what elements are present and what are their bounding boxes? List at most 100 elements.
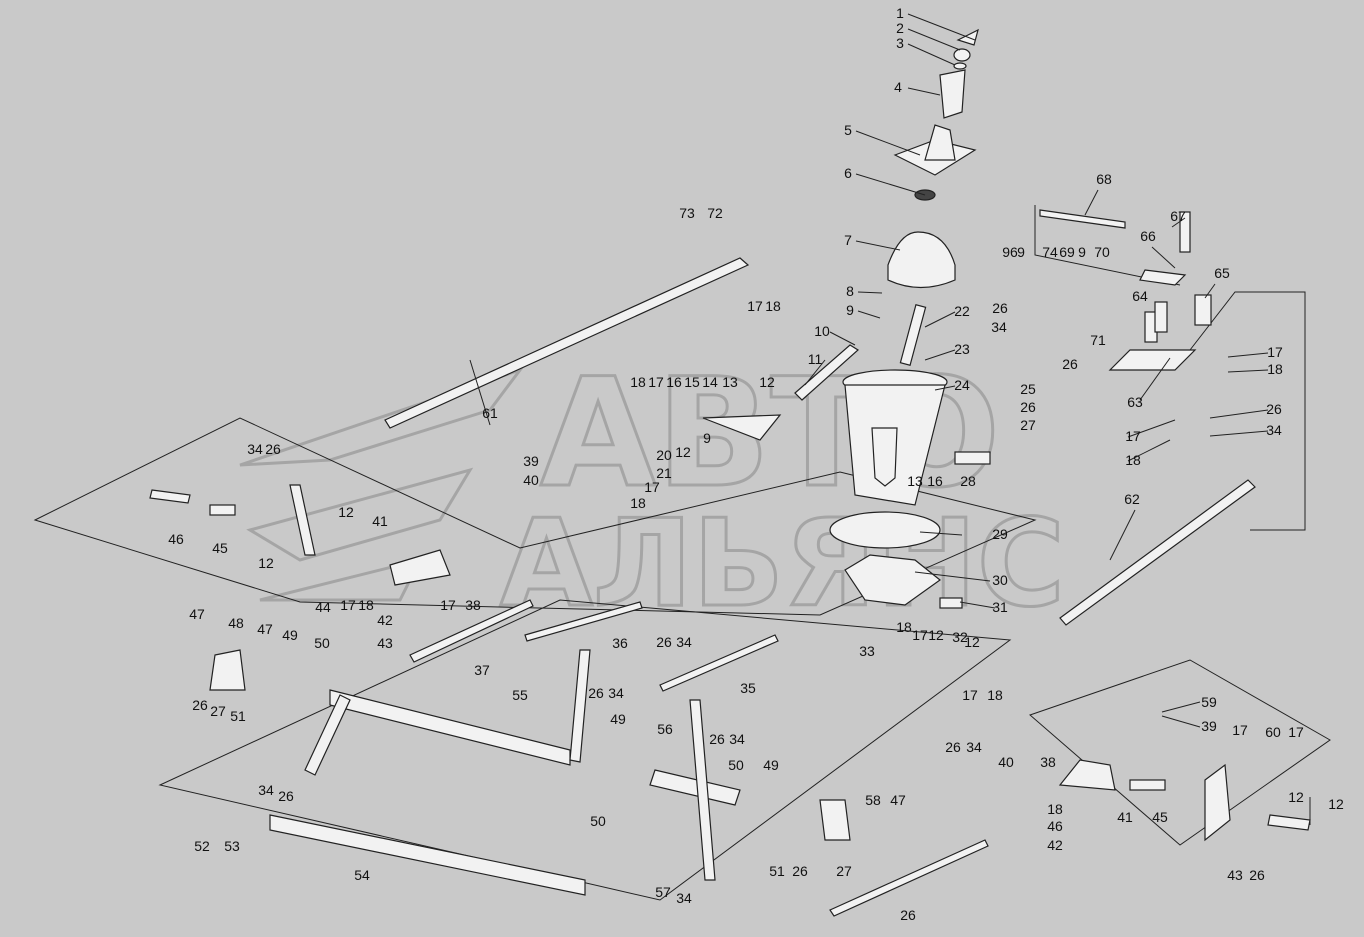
callout-2: 2 bbox=[896, 20, 904, 36]
rod-68 bbox=[1039, 209, 1126, 229]
callout-26: 26 bbox=[656, 634, 672, 650]
callout-9: 9 bbox=[1078, 244, 1086, 260]
callout-61: 61 bbox=[482, 405, 498, 421]
callout-63: 63 bbox=[1127, 394, 1143, 410]
watermark-line2: АЛЬЯНС bbox=[500, 495, 1065, 634]
callout-36: 36 bbox=[612, 635, 628, 651]
callout-71: 71 bbox=[1090, 332, 1106, 348]
callout-34: 34 bbox=[676, 890, 692, 906]
callout-68: 68 bbox=[1096, 171, 1112, 187]
lever-44 bbox=[289, 484, 316, 556]
callout-26: 26 bbox=[278, 788, 294, 804]
callout-34: 34 bbox=[247, 441, 263, 457]
callout-56: 56 bbox=[657, 721, 673, 737]
callout-54: 54 bbox=[354, 867, 370, 883]
leader-line bbox=[1209, 430, 1269, 437]
callout-23: 23 bbox=[954, 341, 970, 357]
callout-17: 17 bbox=[440, 597, 456, 613]
rod-37 bbox=[409, 599, 534, 663]
leader-line bbox=[907, 13, 976, 41]
shaft-45-right bbox=[1129, 779, 1166, 791]
leader-line bbox=[855, 240, 901, 251]
callout-64: 64 bbox=[1132, 288, 1148, 304]
callout-27: 27 bbox=[1020, 417, 1036, 433]
callout-31: 31 bbox=[992, 599, 1008, 615]
callout-9: 9 bbox=[1017, 244, 1025, 260]
callout-45: 45 bbox=[1152, 809, 1168, 825]
callout-47: 47 bbox=[257, 621, 273, 637]
leader-line bbox=[1127, 419, 1176, 438]
callout-26: 26 bbox=[900, 907, 916, 923]
callout-12: 12 bbox=[338, 504, 354, 520]
callout-74: 74 bbox=[1042, 244, 1058, 260]
callout-18: 18 bbox=[630, 495, 646, 511]
callout-26: 26 bbox=[192, 697, 208, 713]
shaft-54 bbox=[269, 814, 586, 896]
callout-21: 21 bbox=[656, 465, 672, 481]
bolt-46-right bbox=[1267, 814, 1311, 831]
callout-26: 26 bbox=[1062, 356, 1078, 372]
callout-12: 12 bbox=[1328, 796, 1344, 812]
callout-49: 49 bbox=[610, 711, 626, 727]
callout-26: 26 bbox=[709, 731, 725, 747]
shift-lever bbox=[899, 303, 927, 367]
callout-62: 62 bbox=[1124, 491, 1140, 507]
pedal-arm-56 bbox=[689, 699, 716, 881]
callout-16: 16 bbox=[927, 473, 943, 489]
callout-50: 50 bbox=[314, 635, 330, 651]
callout-96: 96 bbox=[1002, 244, 1018, 260]
callout-34: 34 bbox=[1266, 422, 1282, 438]
callout-35: 35 bbox=[740, 680, 756, 696]
callout-9: 9 bbox=[846, 302, 854, 318]
callout-17: 17 bbox=[1288, 724, 1304, 740]
callout-18: 18 bbox=[1267, 361, 1283, 377]
rod-62 bbox=[1059, 479, 1256, 626]
callout-32: 32 bbox=[952, 629, 968, 645]
callout-17: 17 bbox=[340, 597, 356, 613]
leader-line bbox=[907, 28, 961, 51]
tube-56 bbox=[649, 769, 741, 806]
shift-knob bbox=[939, 69, 966, 119]
leader-line bbox=[1171, 217, 1186, 228]
callout-26: 26 bbox=[792, 863, 808, 879]
callout-13: 13 bbox=[722, 374, 738, 390]
callout-17: 17 bbox=[648, 374, 664, 390]
callout-51: 51 bbox=[230, 708, 246, 724]
callout-49: 49 bbox=[282, 627, 298, 643]
callout-9: 9 bbox=[703, 430, 711, 446]
tower-lever bbox=[871, 427, 898, 487]
lever-60 bbox=[1204, 763, 1231, 842]
callout-34: 34 bbox=[729, 731, 745, 747]
callout-55: 55 bbox=[512, 687, 528, 703]
callout-50: 50 bbox=[728, 757, 744, 773]
callout-26: 26 bbox=[588, 685, 604, 701]
callout-46: 46 bbox=[168, 531, 184, 547]
callout-18: 18 bbox=[1125, 452, 1141, 468]
callout-65: 65 bbox=[1214, 265, 1230, 281]
leader-line bbox=[907, 43, 956, 66]
callout-17: 17 bbox=[912, 627, 928, 643]
callout-18: 18 bbox=[1047, 801, 1063, 817]
callout-59: 59 bbox=[1201, 694, 1217, 710]
callout-57: 57 bbox=[655, 884, 671, 900]
callout-17: 17 bbox=[962, 687, 978, 703]
callout-20: 20 bbox=[656, 447, 672, 463]
callout-39: 39 bbox=[1201, 718, 1217, 734]
callout-28: 28 bbox=[960, 473, 976, 489]
callout-34: 34 bbox=[258, 782, 274, 798]
leader-line bbox=[1151, 246, 1176, 269]
callout-45: 45 bbox=[212, 540, 228, 556]
callout-43: 43 bbox=[1227, 867, 1243, 883]
callout-47: 47 bbox=[890, 792, 906, 808]
callout-5: 5 bbox=[844, 122, 852, 138]
callout-41: 41 bbox=[372, 513, 388, 529]
knob-nut bbox=[953, 48, 971, 62]
leader-line bbox=[855, 130, 921, 156]
callout-17: 17 bbox=[1232, 722, 1248, 738]
callout-34: 34 bbox=[991, 319, 1007, 335]
callout-17: 17 bbox=[1125, 428, 1141, 444]
callout-18: 18 bbox=[630, 374, 646, 390]
callout-66: 66 bbox=[1140, 228, 1156, 244]
callout-17: 17 bbox=[1267, 344, 1283, 360]
